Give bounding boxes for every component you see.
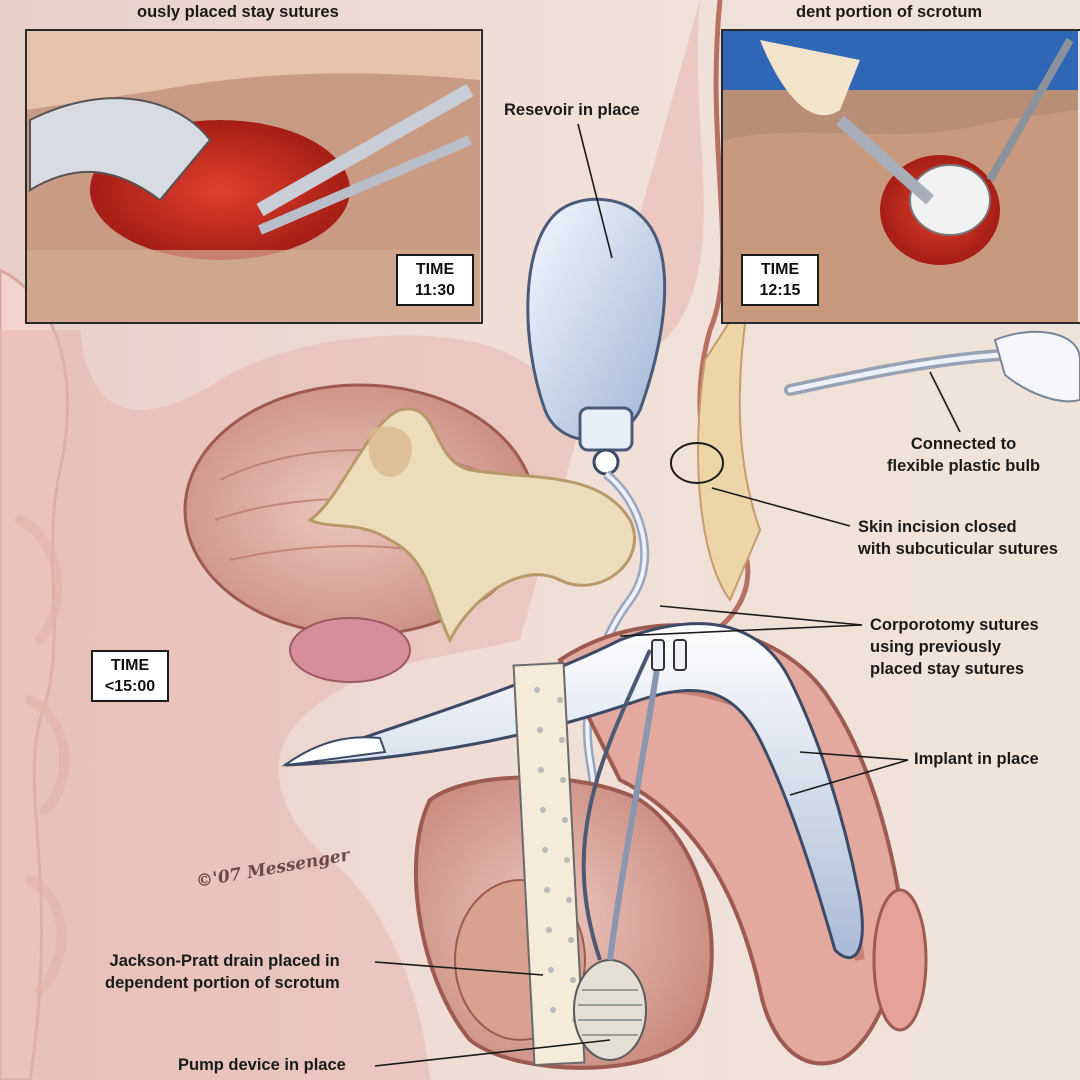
implant-tip [281,736,387,767]
implant-cylinder [284,622,864,960]
label-drain-line-2: dependent portion of scrotum [105,974,340,992]
photo-2-time-value: 12:15 [759,282,801,299]
connector-1 [651,639,665,671]
pump-ribs [578,989,642,1036]
label-bulb-line-1: Connected to [910,435,1017,453]
top-caption-left: ously placed stay sutures [137,3,339,21]
main-time-label: TIME [110,657,150,674]
reservoir [526,197,667,442]
jackson-pratt-drain [512,661,586,1067]
photo-2-time-label: TIME [760,261,800,278]
glans [872,888,928,1032]
photo-frame-2 [721,29,1080,324]
label-skin-line-2: with subcuticular sutures [858,540,1058,558]
label-drain-line-1: Jackson-Pratt drain placed in [109,952,340,970]
label-reservoir: Resevoir in place [504,101,640,119]
label-drain: Jackson-Pratt drain placed in dependent … [105,950,340,994]
reservoir-valve [578,406,634,452]
label-bulb-line-2: flexible plastic bulb [887,457,1041,475]
implant-tubing-loop [581,649,652,961]
label-corporotomy-line-1: Corporotomy sutures [870,616,1039,634]
photo-1-time-box: TIME 11:30 [396,254,474,306]
fat-layer [697,289,762,602]
label-skin-incision: Skin incision closed with subcuticular s… [858,516,1058,560]
leader-lines [374,123,961,1067]
label-pump: Pump device in place [178,1056,346,1074]
photo-1-time-label: TIME [415,261,455,278]
label-implant: Implant in place [914,750,1039,768]
label-skin-line-1: Skin incision closed [858,518,1017,536]
label-bulb: Connected to flexible plastic bulb [887,433,1040,477]
photo-frame-1 [25,29,483,324]
photo-2-time-box: TIME 12:15 [741,254,819,306]
bone-marrow [368,426,412,477]
pump-tubing [607,649,663,961]
main-time-box: TIME <15:00 [91,650,169,702]
bulb-connector [993,330,1080,403]
prostate [289,617,411,683]
skin-incision-marker [670,442,724,484]
label-corporotomy-line-3: placed stay sutures [870,660,1025,678]
connector-2 [673,639,687,671]
photo-1-time-value: 11:30 [414,282,456,299]
label-corporotomy: Corporotomy sutures using previously pla… [870,614,1039,680]
bulb-tube-highlight [787,352,1003,393]
pump-device [573,959,647,1061]
main-time-value: <15:00 [104,678,156,695]
top-caption-right: dent portion of scrotum [796,3,983,21]
reservoir-connector [592,448,620,476]
label-corporotomy-line-2: using previously [870,638,1002,656]
